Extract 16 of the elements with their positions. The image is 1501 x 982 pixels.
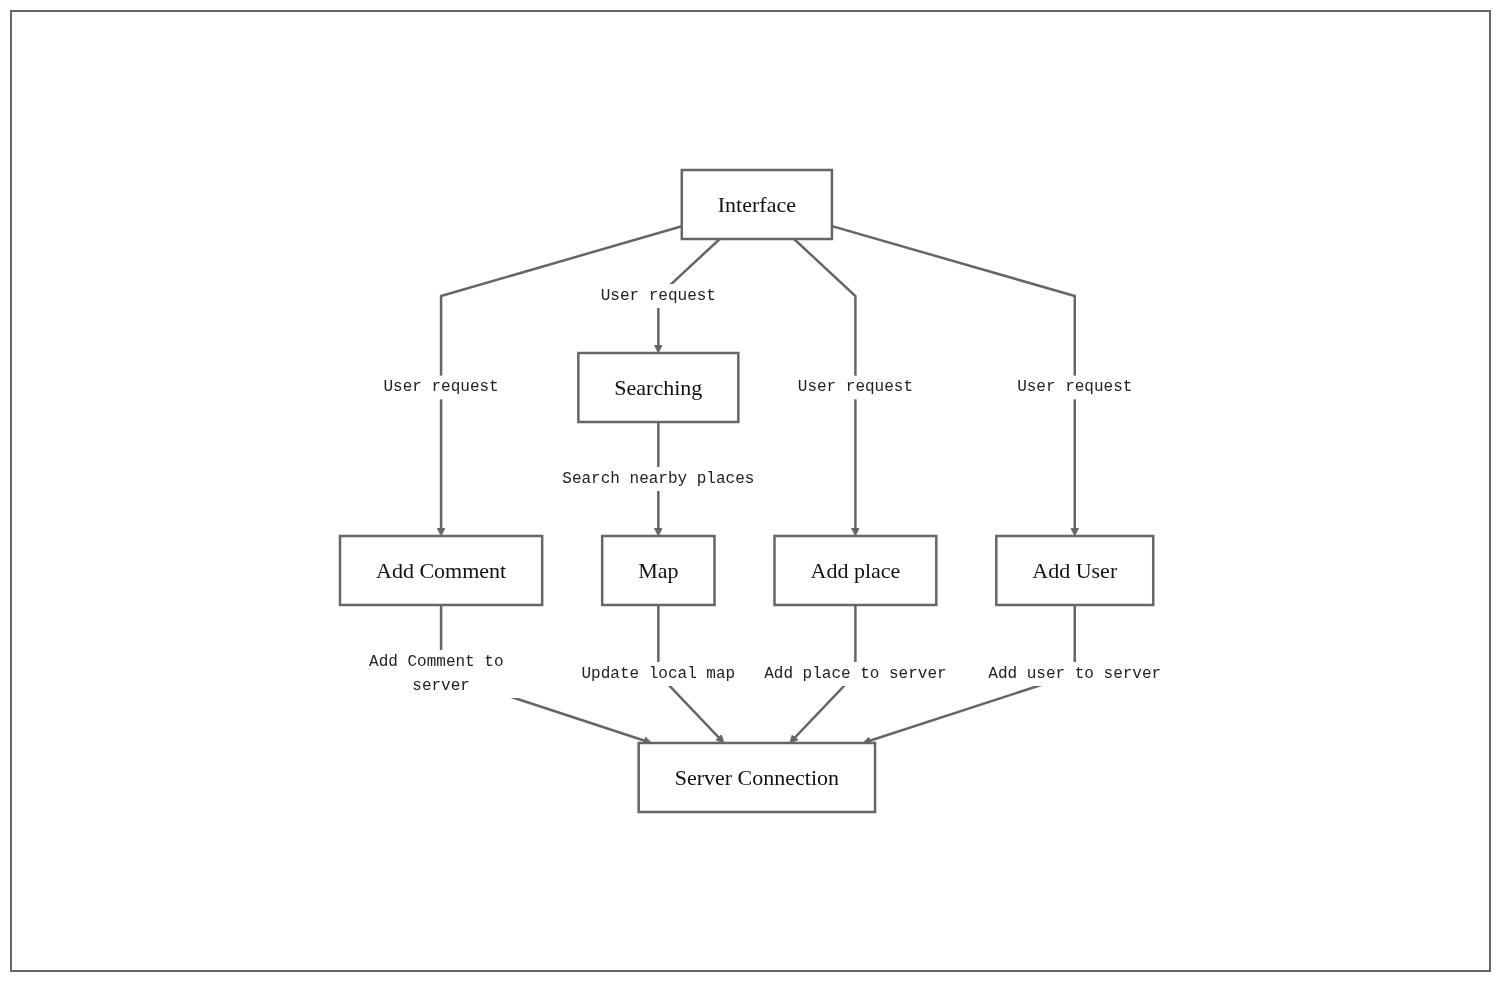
edge-label: Add Comment to server (368, 652, 504, 695)
node-box: Add Comment (338, 534, 544, 607)
edge-label: User request (1017, 378, 1133, 397)
node-box: Server Connection (637, 741, 877, 814)
edge-label: Add place to server (764, 664, 947, 683)
node-box: Interface (680, 168, 834, 241)
node-box: Map (600, 534, 716, 607)
edge-label: User request (383, 378, 499, 397)
node-box: Add User (994, 534, 1155, 607)
edge-label: Update local map (581, 664, 736, 683)
edge-label: Search nearby places (562, 469, 755, 488)
node-box: Add place (773, 534, 938, 607)
edge-label: Add user to server (988, 664, 1162, 683)
node-box: Searching (577, 351, 740, 424)
edge-label: User request (600, 287, 716, 305)
edge-label: User request (797, 378, 913, 397)
